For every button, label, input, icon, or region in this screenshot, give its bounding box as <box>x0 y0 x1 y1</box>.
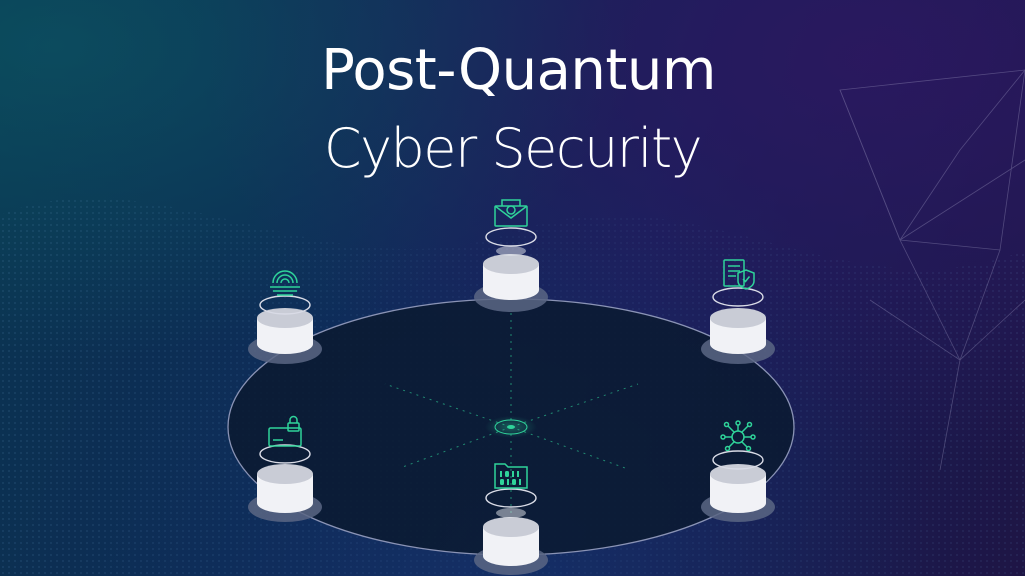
email-icon <box>494 199 528 227</box>
node-credit-card <box>248 415 322 522</box>
subheadline: Cyber Security <box>323 117 703 180</box>
circuit-network-icon <box>720 420 756 452</box>
node-circuit-network <box>701 420 775 522</box>
node-fingerprint <box>248 270 322 364</box>
fingerprint-icon <box>270 270 300 296</box>
secure-document-icon <box>723 259 755 290</box>
node-email <box>474 199 548 312</box>
binary-folder-icon <box>494 463 528 489</box>
headline: Post-Quantum <box>321 38 716 103</box>
center-hub <box>485 416 537 438</box>
connection-spokes <box>384 312 639 520</box>
wireframe-polygons <box>839 69 1025 471</box>
node-binary-folder <box>474 463 548 575</box>
node-secure-document <box>701 259 775 364</box>
credit-card-lock-icon <box>268 415 302 447</box>
